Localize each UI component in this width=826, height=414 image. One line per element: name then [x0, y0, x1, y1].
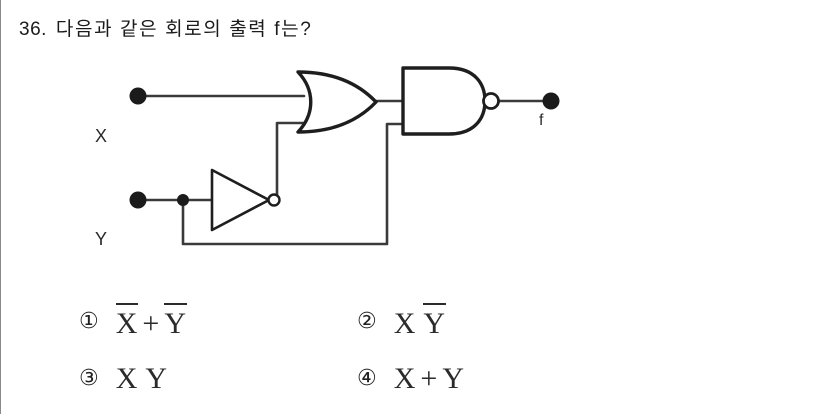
option-4-marker: ④	[357, 366, 377, 391]
not-inversion-bubble	[267, 193, 281, 207]
option-4-operator: +	[420, 362, 439, 395]
output-label-f: f	[539, 112, 544, 129]
question-number: 36.	[19, 19, 47, 40]
question-text: 다음과 같은 회로의 출력 f는?	[55, 19, 313, 40]
circuit-schematic-svg	[129, 66, 560, 246]
option-1[interactable]: ① X + Y	[79, 302, 188, 341]
option-1-marker: ①	[79, 308, 99, 334]
option-4-expression: X + Y	[393, 362, 466, 396]
option-1-term-1: X	[115, 302, 140, 341]
option-2-expression: X Y	[393, 302, 447, 341]
junction-dot-y	[177, 194, 189, 206]
option-4[interactable]: ④ X + Y	[357, 362, 466, 396]
input-label-y: Y	[95, 229, 108, 249]
option-3-term-2: Y	[145, 362, 169, 395]
wire-y-to-nand	[181, 122, 405, 246]
terminal-input-x	[129, 87, 147, 105]
answer-options: ① X + Y ② X Y ③ X Y ④	[1, 296, 826, 414]
option-3-marker: ③	[79, 366, 99, 391]
option-4-term-2: Y	[442, 362, 465, 395]
option-2[interactable]: ② X Y	[357, 302, 447, 341]
option-4-term-1: X	[393, 362, 417, 395]
option-3[interactable]: ③ X Y	[79, 362, 169, 396]
terminal-output-f	[542, 92, 560, 110]
question-line: 36. 다음과 같은 회로의 출력 f는?	[19, 14, 312, 41]
nand-gate	[401, 66, 500, 136]
option-2-marker: ②	[357, 308, 377, 334]
option-1-expression: X + Y	[115, 302, 188, 341]
or-gate	[296, 70, 378, 134]
terminal-input-y	[129, 191, 147, 209]
input-label-x: X	[95, 126, 108, 146]
option-1-term-2: Y	[163, 302, 188, 341]
not-gate	[210, 168, 281, 232]
wire-notout-to-or	[275, 121, 306, 202]
option-1-operator: +	[142, 307, 161, 340]
circuit-diagram: X Y f	[1, 48, 826, 273]
option-2-term-1: X	[393, 307, 417, 340]
option-3-term-1: X	[115, 362, 139, 395]
nand-inversion-bubble	[482, 92, 500, 110]
option-3-expression: X Y	[115, 362, 169, 396]
option-2-term-2: Y	[422, 302, 447, 341]
